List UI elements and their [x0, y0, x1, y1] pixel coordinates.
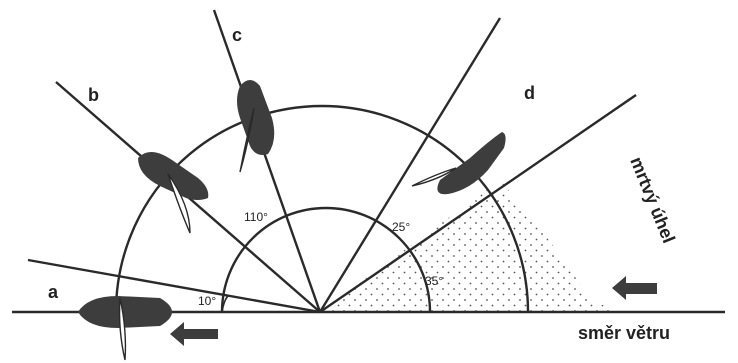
- boat-direction-arrow-icon: [170, 322, 218, 346]
- course-line-upwind-25: [318, 17, 502, 313]
- wind-arrow-icon: [612, 276, 657, 300]
- label-a: a: [48, 282, 59, 302]
- label-c: c: [232, 25, 242, 45]
- dead-angle-region: [320, 180, 620, 312]
- angle-label-10: 10°: [198, 294, 216, 308]
- boat-d: [411, 132, 506, 195]
- course-line-c: [212, 9, 322, 313]
- course-line-d-35: [319, 94, 637, 313]
- outer-arc: [114, 104, 530, 313]
- angle-label-25: 25°: [392, 220, 410, 234]
- angle-label-110: 110°: [244, 210, 268, 224]
- angle-arc-10: [221, 295, 229, 313]
- label-d: d: [524, 83, 535, 103]
- label-b: b: [88, 85, 99, 105]
- angle-label-35: 35°: [425, 274, 443, 288]
- wind-direction-caption: směr větru: [578, 323, 670, 343]
- boat-b: [138, 151, 209, 234]
- course-line-a: [27, 258, 321, 314]
- boat-c: [237, 80, 275, 173]
- inner-arc: [220, 206, 432, 313]
- boat-a: [78, 296, 172, 361]
- dead-angle-caption: mrtvý úhel: [626, 154, 679, 246]
